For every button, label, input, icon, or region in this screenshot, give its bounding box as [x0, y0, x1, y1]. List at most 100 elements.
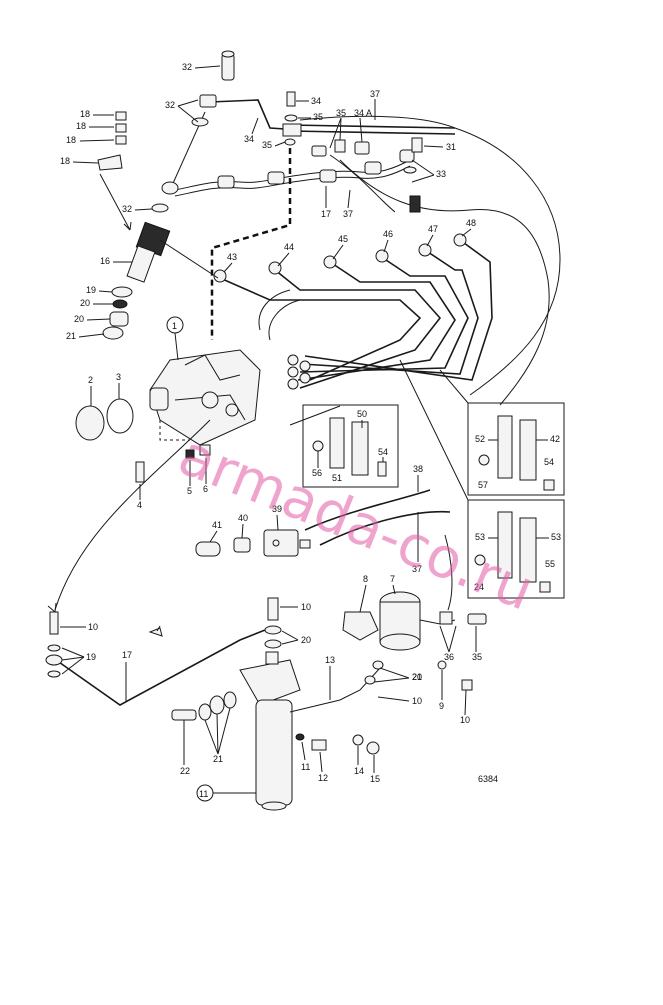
- callout-18-c: 20: [412, 672, 422, 682]
- callout-8: 8: [363, 574, 368, 584]
- return-line-37-lower: [339, 159, 550, 406]
- callout-37-mid: 37: [343, 209, 353, 219]
- callout-16: 13: [325, 655, 335, 665]
- callout-43: 45: [338, 234, 348, 244]
- tube-37-upper: [289, 124, 456, 129]
- callout-42: 44: [284, 242, 294, 252]
- callout-32: 32: [165, 100, 175, 110]
- callout-19: 22: [180, 766, 190, 776]
- callout-24: 18: [80, 109, 90, 119]
- callout-32-left: 32: [122, 204, 132, 214]
- callout-6: 6: [203, 484, 208, 494]
- callout-41: 43: [227, 252, 237, 262]
- fitting-31: [151, 50, 235, 213]
- callout-53-c: 55: [545, 559, 555, 569]
- detail-box-50-40: [467, 402, 565, 496]
- callout-17: 17: [122, 650, 132, 660]
- callout-21: 18: [60, 156, 70, 166]
- callout-35-d: 36: [444, 652, 454, 662]
- callout-37-top: 37: [370, 89, 380, 99]
- callout-30: 31: [446, 142, 456, 152]
- banjo-34A: [282, 91, 423, 213]
- callout-3: 3: [116, 372, 121, 382]
- injector-20: [126, 221, 219, 283]
- callout-54-c: 24: [474, 582, 484, 592]
- callout-10-c: 10: [412, 696, 422, 706]
- callout-10-b: 10: [301, 602, 311, 612]
- tube-37-upper-b: [289, 130, 456, 135]
- callout-45: 47: [428, 224, 438, 234]
- callout-26: 20: [80, 298, 90, 308]
- leak-off-fittings: [217, 149, 417, 189]
- callout-35-c: 35: [336, 108, 346, 118]
- callout-labels: 32 32 18 18 18 18 34 34 35 35 35 34 A 37…: [60, 62, 561, 802]
- callout-18-a: 19: [86, 652, 96, 662]
- leak-off-line-b: [174, 165, 411, 197]
- callout-35-b: 35: [262, 140, 272, 150]
- callout-1: 1: [172, 321, 177, 331]
- callout-39: 40: [238, 513, 248, 523]
- callout-34A: 34: [311, 96, 321, 106]
- callout-46: 48: [466, 218, 476, 228]
- detail-box-52-51: [467, 499, 565, 599]
- callout-18-a2: 21: [213, 754, 223, 764]
- callout-20-right: 17: [321, 209, 331, 219]
- callout-10-a: 10: [88, 622, 98, 632]
- callout-22: 18: [66, 135, 76, 145]
- callout-31: 32: [182, 62, 192, 72]
- callout-50: 52: [475, 434, 485, 444]
- feed-pump-7: [342, 534, 487, 691]
- callout-53-a: 54: [378, 447, 388, 457]
- callout-10-d: 10: [460, 715, 470, 725]
- return-line-long: [329, 154, 396, 213]
- callout-38: 39: [272, 504, 282, 514]
- callout-12: 11: [301, 762, 310, 772]
- callout-7: 7: [390, 574, 395, 584]
- callout-4: 4: [137, 500, 142, 510]
- callout-53-b: 54: [544, 457, 554, 467]
- arrow-to-box-b: [439, 369, 469, 404]
- callout-11: 11: [199, 789, 208, 799]
- callout-34: 34 A: [354, 108, 372, 118]
- callout-40-box: 42: [550, 434, 560, 444]
- pipe-nuts: [213, 233, 467, 390]
- callout-40: 41: [212, 520, 222, 530]
- injection-pipe-bundle: [219, 239, 493, 389]
- pipe-17: [45, 419, 266, 706]
- callout-54-a: 56: [312, 468, 322, 478]
- callout-34-b: 35: [472, 652, 482, 662]
- callout-32-right: 33: [436, 169, 446, 179]
- callout-48: 51: [332, 473, 342, 483]
- callout-2: 2: [88, 375, 93, 385]
- callout-54-b: 57: [478, 480, 488, 490]
- callout-13: 12: [318, 773, 328, 783]
- callout-18-d: 21: [412, 672, 422, 682]
- callout-18-b: 20: [301, 635, 311, 645]
- dashed-link: [210, 148, 292, 340]
- callout-14: 14: [354, 766, 364, 776]
- callout-37-low: 38: [413, 464, 423, 474]
- callout-51: 53: [551, 532, 561, 542]
- callout-20-left: 16: [100, 256, 110, 266]
- cold-start-parts: [195, 489, 451, 557]
- callout-27: 20: [74, 314, 84, 324]
- callout-47: 50: [357, 409, 367, 419]
- return-line-37: [299, 115, 561, 396]
- callout-9: 9: [439, 701, 444, 711]
- arrow-to-box-c: [399, 359, 469, 501]
- callout-52: 53: [475, 532, 485, 542]
- callout-25: 19: [86, 285, 96, 295]
- callout-33: 34: [244, 134, 254, 144]
- callout-36: 37: [412, 564, 422, 574]
- injection-pump-1: [75, 349, 261, 483]
- callout-35-a: 35: [313, 112, 323, 122]
- callout-28: 21: [66, 331, 76, 341]
- callout-23: 18: [76, 121, 86, 131]
- nozzle-parts: [97, 111, 133, 340]
- callout-44: 46: [383, 229, 393, 239]
- callout-15: 15: [370, 774, 380, 784]
- fuel-filter-11: [171, 597, 384, 811]
- arrow-to-box-a: [289, 405, 341, 426]
